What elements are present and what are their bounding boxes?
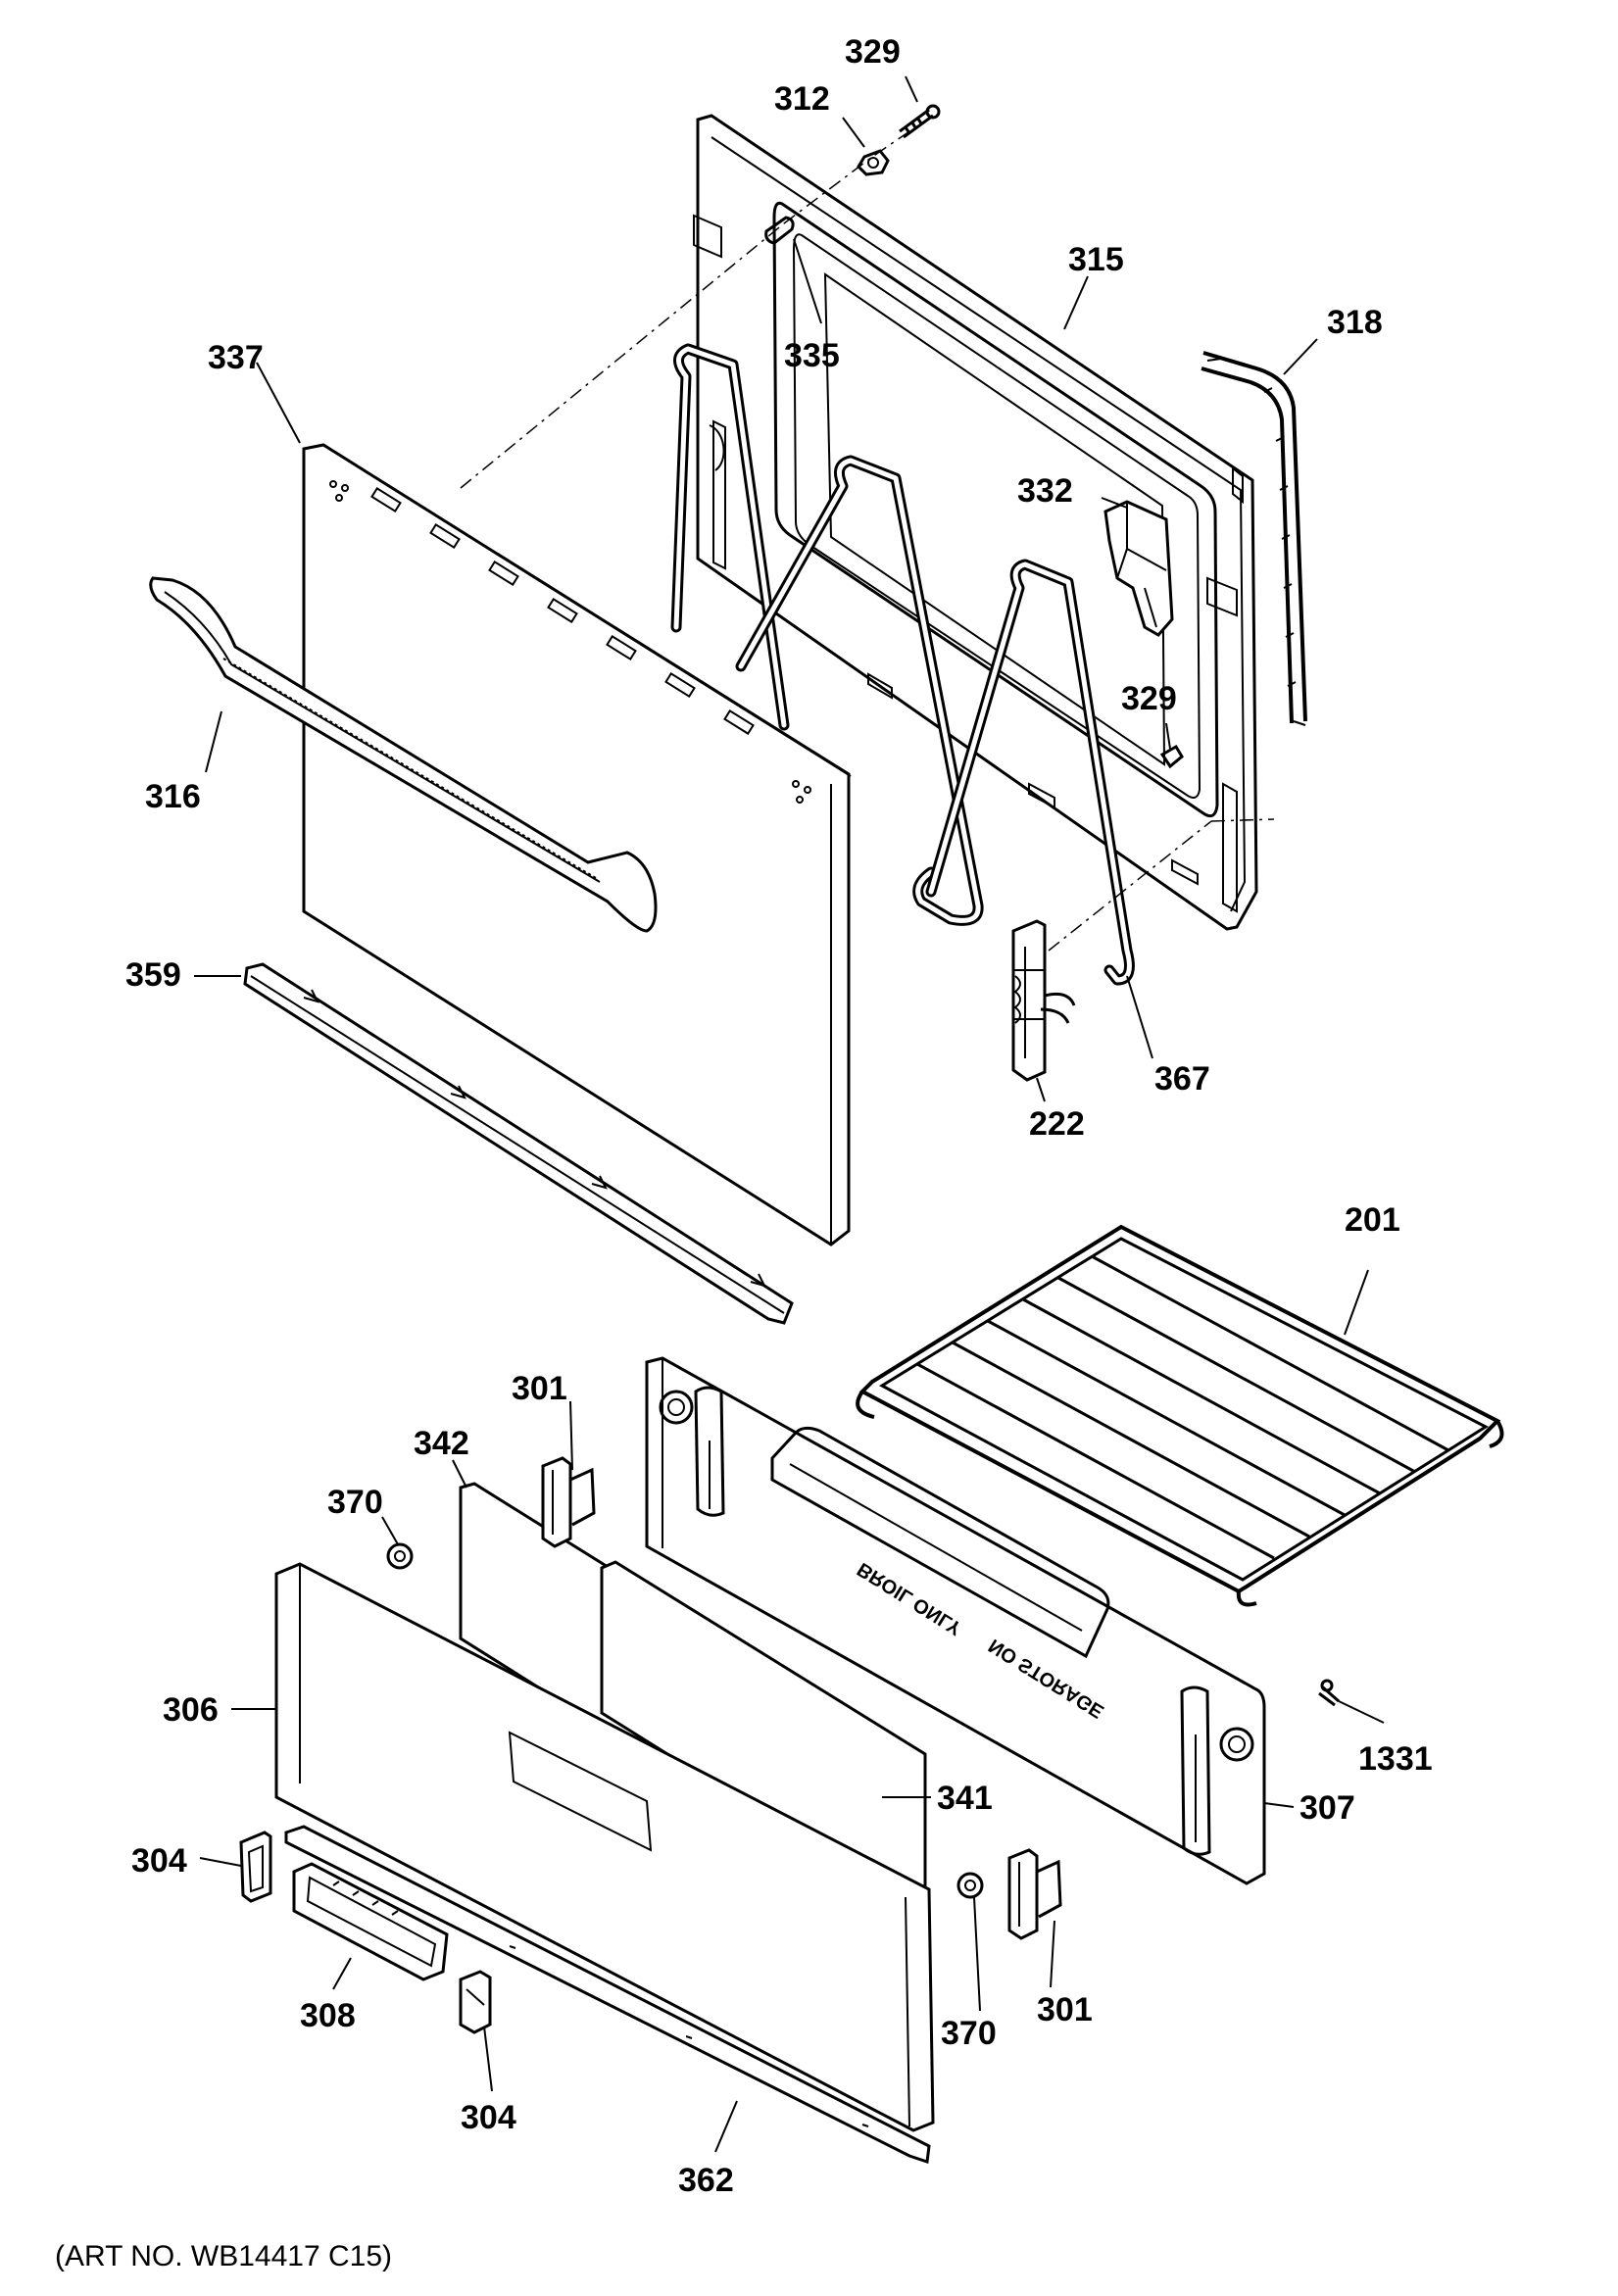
drawer-front-panel [274,1562,935,2132]
callout-201: 201 [1345,1201,1400,1239]
callout-312: 312 [774,80,830,118]
door-bottom-trim [243,962,794,1325]
callout-359: 359 [125,956,181,994]
callout-329-lower: 329 [1121,680,1177,717]
drawer-screw [1318,1679,1340,1707]
callout-370: 370 [327,1484,383,1521]
drawer-bottom-trim [284,1825,931,2165]
callout-362: 362 [678,2162,734,2199]
drawer-slides [541,1456,1062,1940]
door-gasket [1201,351,1307,726]
door-handle [149,576,658,933]
callout-318: 318 [1327,304,1383,341]
callout-332: 332 [1017,472,1073,510]
drawer-back-panel: BROIL ONLY NO STORAGE [645,1356,1266,1885]
inner-door-liner [693,114,1258,931]
alignment-lines [460,122,1275,952]
vent-baffle [1103,500,1174,637]
callout-335: 335 [784,337,840,374]
callout-308: 308 [300,1997,356,2034]
callout-341: 341 [937,1780,993,1817]
drawer-bumpers [386,1542,984,1899]
callout-315: 315 [1068,241,1124,278]
wire-springs [670,343,1135,986]
callout-316: 316 [145,778,201,815]
callout-337: 337 [208,339,264,376]
callout-307: 307 [1299,1789,1355,1827]
callout-304-lower: 304 [461,2099,516,2136]
handle-brackets [239,1831,492,2034]
callout-301: 301 [512,1370,567,1407]
callout-306: 306 [163,1691,219,1729]
callout-342: 342 [414,1425,469,1462]
callout-329: 329 [845,33,901,71]
callout-301-lower: 301 [1037,1991,1093,2028]
outer-door-panel [302,443,852,1246]
callout-367: 367 [1154,1060,1210,1098]
callout-leaders [194,75,1385,2153]
callout-1331: 1331 [1358,1740,1433,1778]
drawer-glass-panels [459,1482,927,1909]
callout-370-lower: 370 [941,2015,997,2052]
oven-rack [856,1224,1504,1607]
art-number: (ART NO. WB14417 C15) [55,2240,392,2272]
callout-labels: 329 312 315 318 337 335 332 329 316 359 … [125,33,1433,2199]
door-hinge [1011,919,1076,1082]
callout-222: 222 [1029,1105,1085,1143]
callout-304: 304 [131,1842,187,1880]
drawer-handle [292,1862,449,1981]
